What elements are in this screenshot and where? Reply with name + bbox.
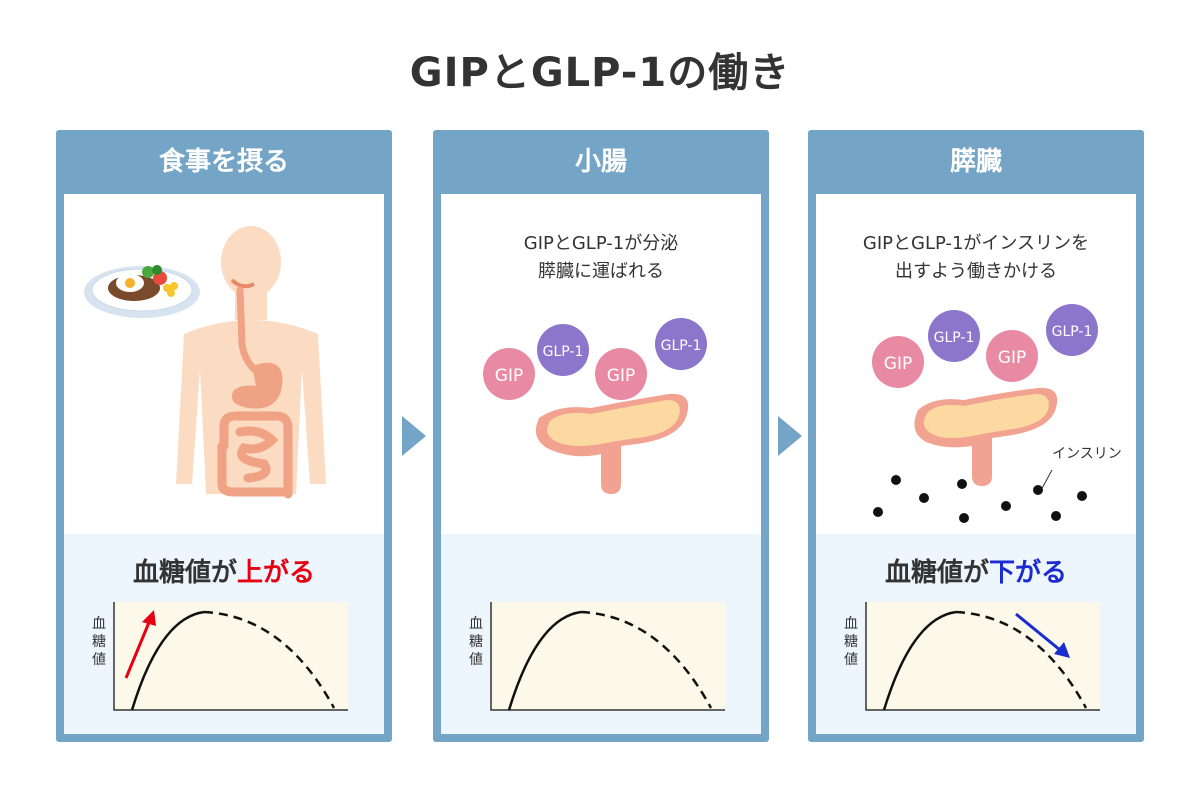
panel-body: GIPとGLP-1がインスリンを 出すよう働きかける GIP GLP-1 GIP… <box>816 194 1136 534</box>
gip-bubble-icon: GIP <box>986 330 1038 382</box>
svg-text:GIP: GIP <box>495 366 523 386</box>
hormone-illustration: GIP GLP-1 GIP GLP-1 <box>483 318 707 494</box>
svg-text:GIP: GIP <box>607 366 635 386</box>
result-emphasis: 下がる <box>989 558 1068 588</box>
page-title: GIPとGLP-1の働き <box>409 50 791 96</box>
fall-curve <box>203 610 336 709</box>
svg-text:GLP-1: GLP-1 <box>661 338 702 354</box>
rise-curve <box>882 610 957 711</box>
chart-axes <box>865 602 1100 711</box>
svg-text:GLP-1: GLP-1 <box>934 330 975 346</box>
panel-pancreas: 膵臓 GIPとGLP-1がインスリンを 出すよう働きかける GIP GLP-1 … <box>808 130 1144 742</box>
svg-text:GLP-1: GLP-1 <box>1052 324 1093 340</box>
result-emphasis: 上がる <box>237 558 316 588</box>
glp1-bubble-icon: GLP-1 <box>655 318 707 370</box>
down-arrow-icon <box>1015 612 1061 652</box>
rise-curve <box>130 610 205 711</box>
meal-plate-icon <box>84 265 200 318</box>
panel-header: 膵臓 <box>949 147 1002 177</box>
fall-curve <box>955 610 1088 709</box>
stomach-icon <box>231 362 283 409</box>
insulin-dots-icon <box>873 475 1087 523</box>
panel-caption: GIPとGLP-1が分泌 膵臓に運ばれる <box>441 230 761 286</box>
panel-body <box>64 194 384 534</box>
caption-line-1: GIPとGLP-1がインスリンを <box>862 233 1090 254</box>
intestine-icon <box>217 411 293 499</box>
result-prefix: 血糖値が <box>132 558 237 588</box>
chart-ylabel-2: 糖 <box>844 634 858 650</box>
result-prefix: 血糖値が <box>884 558 989 588</box>
caption-line-1: GIPとGLP-1が分泌 <box>523 233 679 254</box>
insulin-label: インスリン <box>1052 446 1122 462</box>
chart-axes <box>490 602 725 711</box>
digestive-illustration <box>84 226 326 499</box>
caption-line-2: 出すよう働きかける <box>895 261 1057 282</box>
panel-eating: 食事を摂る <box>56 130 392 742</box>
blood-sugar-chart: 血 糖 値 <box>469 602 725 711</box>
chart-ylabel-3: 値 <box>469 652 483 668</box>
panel-header: 食事を摂る <box>158 147 289 177</box>
esophagus-icon <box>230 278 258 373</box>
panel-caption: GIPとGLP-1がインスリンを 出すよう働きかける <box>816 230 1136 286</box>
chart-ylabel-2: 糖 <box>92 634 106 650</box>
blood-sugar-chart: 血 糖 値 <box>844 602 1100 711</box>
chart-ylabel-3: 値 <box>92 652 106 668</box>
chart-ylabel-1: 血 <box>844 616 858 632</box>
blood-sugar-chart: 血 糖 値 <box>92 602 348 711</box>
glp1-bubble-icon: GLP-1 <box>537 324 589 376</box>
chart-ylabel-1: 血 <box>92 616 106 632</box>
caption-line-2: 膵臓に運ばれる <box>538 261 664 282</box>
rise-curve <box>507 610 582 711</box>
glp1-bubble-icon: GLP-1 <box>928 310 980 362</box>
panel-header: 小腸 <box>574 147 627 177</box>
chart-ylabel-2: 糖 <box>469 634 483 650</box>
chart-ylabel-1: 血 <box>469 616 483 632</box>
panel-small-intestine: 小腸 GIPとGLP-1が分泌 膵臓に運ばれる GIP GLP-1 GIP GL… <box>433 130 769 742</box>
chart-plot-area <box>491 602 725 710</box>
glp1-bubble-icon: GLP-1 <box>1046 304 1098 356</box>
insulin-illustration: GIP GLP-1 GIP GLP-1 インスリン <box>872 304 1122 523</box>
next-arrow-icon <box>402 416 426 456</box>
result-section: 血糖値が上がる 血 糖 値 <box>64 534 384 734</box>
pancreas-icon <box>914 387 1058 486</box>
chart-ylabel-3: 値 <box>844 652 858 668</box>
svg-text:GIP: GIP <box>884 354 912 374</box>
next-arrow-icon <box>778 416 802 456</box>
fall-curve <box>580 610 713 709</box>
chart-axes <box>113 602 348 711</box>
panel-body: GIPとGLP-1が分泌 膵臓に運ばれる GIP GLP-1 GIP GLP-1 <box>441 194 761 534</box>
svg-text:GIP: GIP <box>998 348 1026 368</box>
result-section: 血糖値が下がる 血 糖 値 <box>816 534 1136 734</box>
result-text: 血糖値が上がる <box>64 552 384 589</box>
gip-bubble-icon: GIP <box>595 348 647 400</box>
result-section: 血 糖 値 <box>441 534 761 734</box>
result-text: 血糖値が下がる <box>816 552 1136 589</box>
gip-bubble-icon: GIP <box>872 336 924 388</box>
up-arrow-icon <box>124 619 152 679</box>
gip-bubble-icon: GIP <box>483 348 535 400</box>
pancreas-icon <box>535 393 689 494</box>
svg-text:GLP-1: GLP-1 <box>543 344 584 360</box>
